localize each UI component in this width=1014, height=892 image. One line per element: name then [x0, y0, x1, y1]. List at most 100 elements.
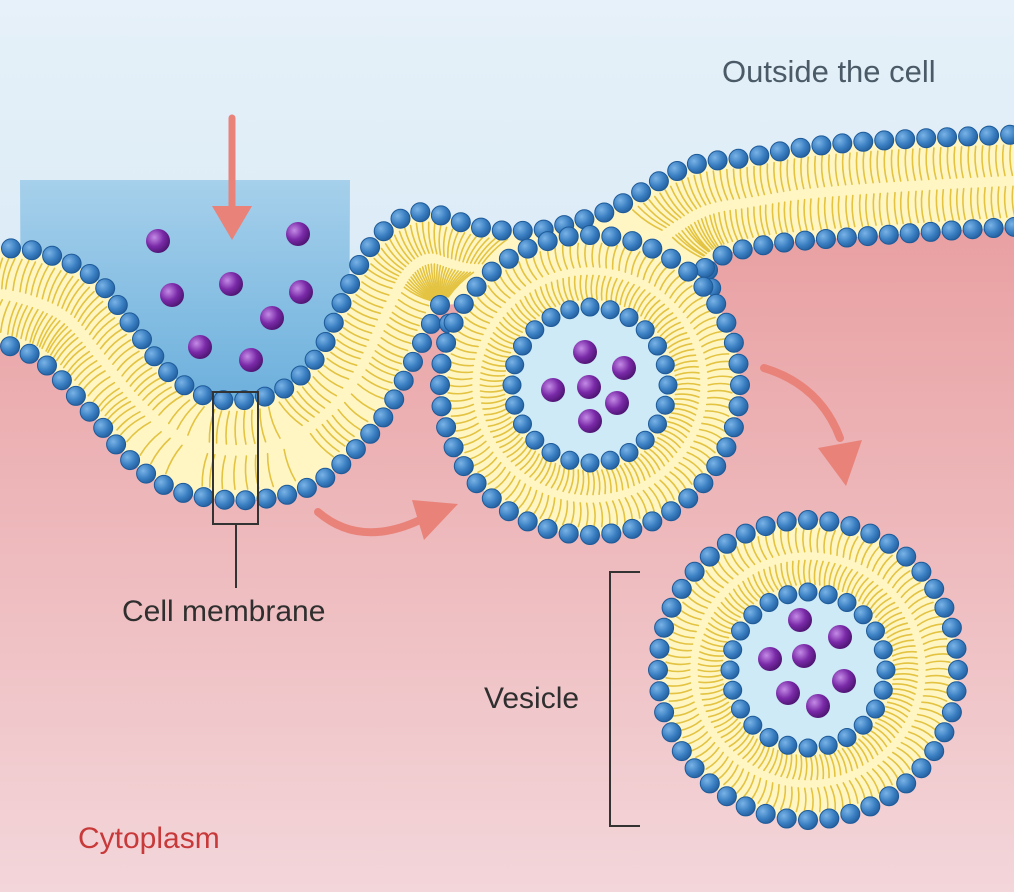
phospholipid-head-icon: [513, 414, 532, 434]
phospholipid-head-icon: [601, 226, 622, 247]
purple-molecule-icon: [828, 625, 852, 649]
phospholipid-head-icon: [192, 385, 213, 406]
phospholipid-head-icon: [706, 293, 727, 314]
phospholipid-head-icon: [436, 332, 457, 353]
phospholipid-head-icon: [853, 131, 874, 152]
phospholipid-head-icon: [866, 699, 885, 719]
purple-molecule-icon: [541, 378, 565, 402]
phospholipid-head-icon: [525, 320, 545, 340]
phospholipid-head-icon: [743, 715, 763, 735]
phospholipid-head-icon: [635, 430, 655, 450]
phospholipid-head-icon: [290, 365, 311, 386]
purple-molecule-icon: [146, 229, 170, 253]
purple-molecule-icon: [289, 280, 313, 304]
phospholipid-head-icon: [600, 450, 620, 470]
phospholipid-head-icon: [360, 423, 381, 444]
phospholipid-head-icon: [699, 546, 720, 567]
phospholipid-head-icon: [798, 738, 818, 758]
phospholipid-head-icon: [876, 660, 896, 680]
phospholipid-head-icon: [491, 220, 512, 241]
phospholipid-head-icon: [601, 523, 622, 544]
phospholipid-head-icon: [136, 463, 157, 484]
purple-molecule-icon: [188, 335, 212, 359]
purple-molecule-icon: [286, 222, 310, 246]
phospholipid-head-icon: [65, 385, 86, 406]
vesicle-tails: [665, 527, 951, 813]
phospholipid-head-icon: [393, 370, 414, 391]
cargo-molecules: [146, 222, 856, 718]
phospholipid-head-icon: [836, 227, 857, 248]
phospholipid-head-icon: [716, 786, 737, 807]
phospholipid-head-icon: [594, 202, 615, 223]
phospholipid-head-icon: [686, 153, 707, 174]
phospholipid-head-icon: [505, 395, 525, 415]
phospholipid-head-icon: [671, 741, 692, 762]
phospholipid-head-icon: [755, 516, 776, 537]
phospholipid-head-icon: [776, 808, 797, 829]
phospholipid-head-icon: [51, 370, 72, 391]
phospholipid-head-icon: [541, 308, 561, 327]
phospholipid-head-icon: [924, 578, 945, 599]
phospholipid-head-icon: [658, 375, 678, 395]
phospholipid-head-icon: [296, 477, 317, 498]
phospholipid-head-icon: [513, 336, 532, 356]
cytoplasm-label: Cytoplasm: [78, 822, 220, 855]
phospholipid-head-icon: [712, 245, 733, 266]
phospholipid-head-icon: [79, 264, 100, 284]
purple-molecule-icon: [806, 694, 830, 718]
phospholipid-head-icon: [962, 219, 983, 240]
phospholipid-head-icon: [107, 295, 128, 315]
phospholipid-head-icon: [120, 450, 141, 471]
cell-membrane-label: Cell membrane: [122, 595, 325, 628]
vesicle-heads: [648, 510, 968, 830]
phospholipid-head-icon: [837, 728, 857, 747]
phospholipid-head-icon: [649, 681, 670, 702]
phospholipid-head-icon: [277, 484, 298, 505]
phospholipid-head-icon: [818, 585, 838, 605]
phospholipid-head-icon: [453, 293, 474, 314]
phospholipid-head-icon: [840, 516, 861, 537]
phospholipid-head-icon: [373, 221, 394, 242]
phospholipid-head-icon: [214, 489, 235, 510]
phospholipid-head-icon: [1, 238, 21, 259]
phospholipid-head-icon: [471, 217, 491, 238]
phospholipid-head-icon: [61, 253, 82, 274]
purple-molecule-icon: [577, 375, 601, 399]
phospholipid-head-icon: [723, 680, 743, 700]
phospholipid-head-icon: [655, 395, 675, 415]
phospholipid-head-icon: [873, 680, 893, 700]
phospholipid-head-icon: [642, 238, 663, 259]
phospholipid-head-icon: [517, 238, 538, 259]
phospholipid-head-icon: [860, 796, 881, 817]
phospholipid-head-icon: [119, 312, 140, 333]
phospholipid-head-icon: [481, 488, 502, 509]
phospholipid-head-icon: [158, 362, 179, 383]
phospholipid-head-icon: [525, 430, 545, 450]
phospholipid-head-icon: [0, 336, 21, 357]
phospholipid-head-icon: [648, 414, 667, 434]
phospholipid-head-icon: [340, 274, 361, 294]
phospholipid-head-icon: [403, 351, 423, 372]
phospholipid-head-icon: [631, 182, 652, 203]
phospholipid-head-icon: [580, 453, 600, 473]
phospholipid-head-icon: [934, 597, 955, 618]
membrane-callout: [212, 391, 259, 588]
phospholipid-head-icon: [498, 501, 519, 522]
phospholipid-head-icon: [431, 396, 452, 417]
phospholipid-head-icon: [517, 511, 538, 532]
outside-label: Outside the cell: [722, 54, 936, 89]
phospholipid-head-icon: [937, 127, 958, 148]
purple-molecule-icon: [612, 356, 636, 380]
phospholipid-head-icon: [730, 375, 750, 395]
phospholipid-head-icon: [759, 728, 779, 747]
phospholipid-head-icon: [193, 487, 214, 508]
purple-molecule-icon: [160, 283, 184, 307]
phospholipid-head-icon: [502, 375, 522, 395]
phospholipid-head-icon: [481, 261, 502, 282]
phospholipid-head-icon: [558, 226, 579, 247]
phospholipid-head-icon: [21, 240, 42, 261]
phospholipid-head-icon: [732, 239, 753, 260]
phospholipid-head-icon: [671, 578, 692, 599]
purple-molecule-icon: [776, 681, 800, 705]
phospholipid-head-icon: [735, 523, 756, 544]
